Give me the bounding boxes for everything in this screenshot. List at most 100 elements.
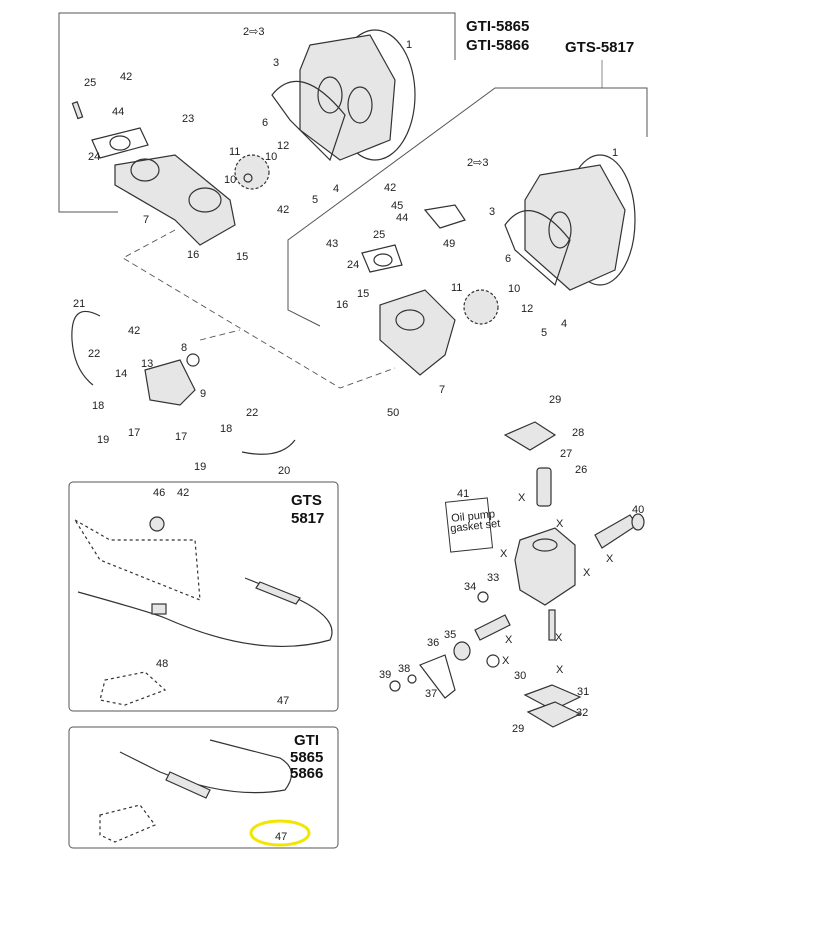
callout-19: 19 (194, 461, 206, 473)
callout-38: 38 (398, 663, 410, 675)
gti-throttle-cable (99, 739, 292, 843)
kit-marker-x: X (518, 492, 526, 504)
callout-17: 17 (175, 431, 187, 443)
svg-text:Oil pump: Oil pump (451, 508, 496, 525)
gti-box-title: GTI (294, 732, 319, 749)
callout-4: 4 (333, 183, 339, 195)
gts-box-number: 5817 (291, 510, 324, 527)
callout-28: 28 (572, 427, 584, 439)
callout-2-3: 2⇨3 (243, 26, 264, 38)
callout-42: 42 (128, 325, 140, 337)
callout-45: 45 (391, 200, 403, 212)
model-label-gti-5866: GTI-5866 (466, 37, 529, 54)
gti-box-number-2: 5866 (290, 765, 323, 782)
callout-2-3: 2⇨3 (467, 157, 488, 169)
callout-23: 23 (182, 113, 194, 125)
model-label-gti-5865: GTI-5865 (466, 18, 529, 35)
callout-42: 42 (120, 71, 132, 83)
callout-42: 42 (384, 182, 396, 194)
callout-35: 35 (444, 629, 456, 641)
callout-18: 18 (92, 400, 104, 412)
callout-48: 48 (156, 658, 168, 670)
gts-box-title: GTS (291, 492, 322, 509)
gts-intake-flange (361, 204, 499, 376)
callout-42: 42 (277, 204, 289, 216)
svg-text:gasket set: gasket set (450, 518, 501, 535)
callout-10: 10 (265, 151, 277, 163)
callout-7: 7 (439, 384, 445, 396)
gti-frame (58, 12, 456, 213)
callout-32: 32 (576, 707, 588, 719)
callout-24: 24 (347, 259, 359, 271)
callout-15: 15 (357, 288, 369, 300)
callout-1: 1 (406, 39, 412, 51)
callout-5: 5 (541, 327, 547, 339)
callout-37: 37 (425, 688, 437, 700)
gasket-set-card: Oil pump gasket set (444, 497, 501, 553)
kit-marker-x: X (606, 553, 614, 565)
model-label-gts-5817: GTS-5817 (565, 39, 634, 56)
callout-21: 21 (73, 298, 85, 310)
callout-6: 6 (262, 117, 268, 129)
small-oil-pump (144, 353, 200, 406)
callout-22: 22 (88, 348, 100, 360)
callout-44: 44 (112, 106, 124, 118)
callout-6: 6 (505, 253, 511, 265)
highlight-ring (249, 819, 311, 847)
callout-16: 16 (187, 249, 199, 261)
callout-40: 40 (632, 504, 644, 516)
gti-box-number-1: 5865 (290, 749, 323, 766)
callout-39: 39 (379, 669, 391, 681)
callout-11: 11 (229, 146, 240, 158)
kit-marker-x: X (500, 548, 508, 560)
callout-44: 44 (396, 212, 408, 224)
callout-1: 1 (612, 147, 618, 159)
oil-pump-exploded (389, 421, 645, 728)
callout-19: 19 (97, 434, 109, 446)
callout-8: 8 (181, 342, 187, 354)
callout-3: 3 (273, 57, 279, 69)
callout-4: 4 (561, 318, 567, 330)
callout-43: 43 (326, 238, 338, 250)
callout-30: 30 (514, 670, 526, 682)
callout-15: 15 (236, 251, 248, 263)
callout-11: 11 (451, 282, 462, 294)
kit-marker-x: X (583, 567, 591, 579)
gts-frame (287, 87, 648, 327)
callout-29: 29 (549, 394, 561, 406)
callout-22: 22 (246, 407, 258, 419)
gti-rotary-cover (271, 29, 416, 162)
callout-5: 5 (312, 194, 318, 206)
callout-50: 50 (387, 407, 399, 419)
callout-49: 49 (443, 238, 455, 250)
callout-34: 34 (464, 581, 476, 593)
kit-marker-x: X (505, 634, 513, 646)
callout-29: 29 (512, 723, 524, 735)
callout-14: 14 (115, 368, 127, 380)
callout-47: 47 (277, 695, 289, 707)
kit-marker-x: X (502, 655, 510, 667)
callout-46: 46 (153, 487, 165, 499)
callout-13: 13 (141, 358, 153, 370)
callout-33: 33 (487, 572, 499, 584)
callout-17: 17 (128, 427, 140, 439)
callout-26: 26 (575, 464, 587, 476)
kit-marker-x: X (556, 664, 564, 676)
callout-42: 42 (177, 487, 189, 499)
callout-9: 9 (200, 388, 206, 400)
callout-16: 16 (336, 299, 348, 311)
callout-31: 31 (577, 686, 589, 698)
kit-marker-x: X (555, 632, 563, 644)
callout-24: 24 (88, 151, 100, 163)
assembly-dash (122, 229, 396, 389)
hose-21 (71, 310, 101, 386)
callout-7: 7 (143, 214, 149, 226)
callout-27: 27 (560, 448, 572, 460)
callout-20: 20 (278, 465, 290, 477)
kit-marker-x: X (556, 518, 564, 530)
gts-cable-box (68, 481, 339, 712)
callout-12: 12 (521, 303, 533, 315)
